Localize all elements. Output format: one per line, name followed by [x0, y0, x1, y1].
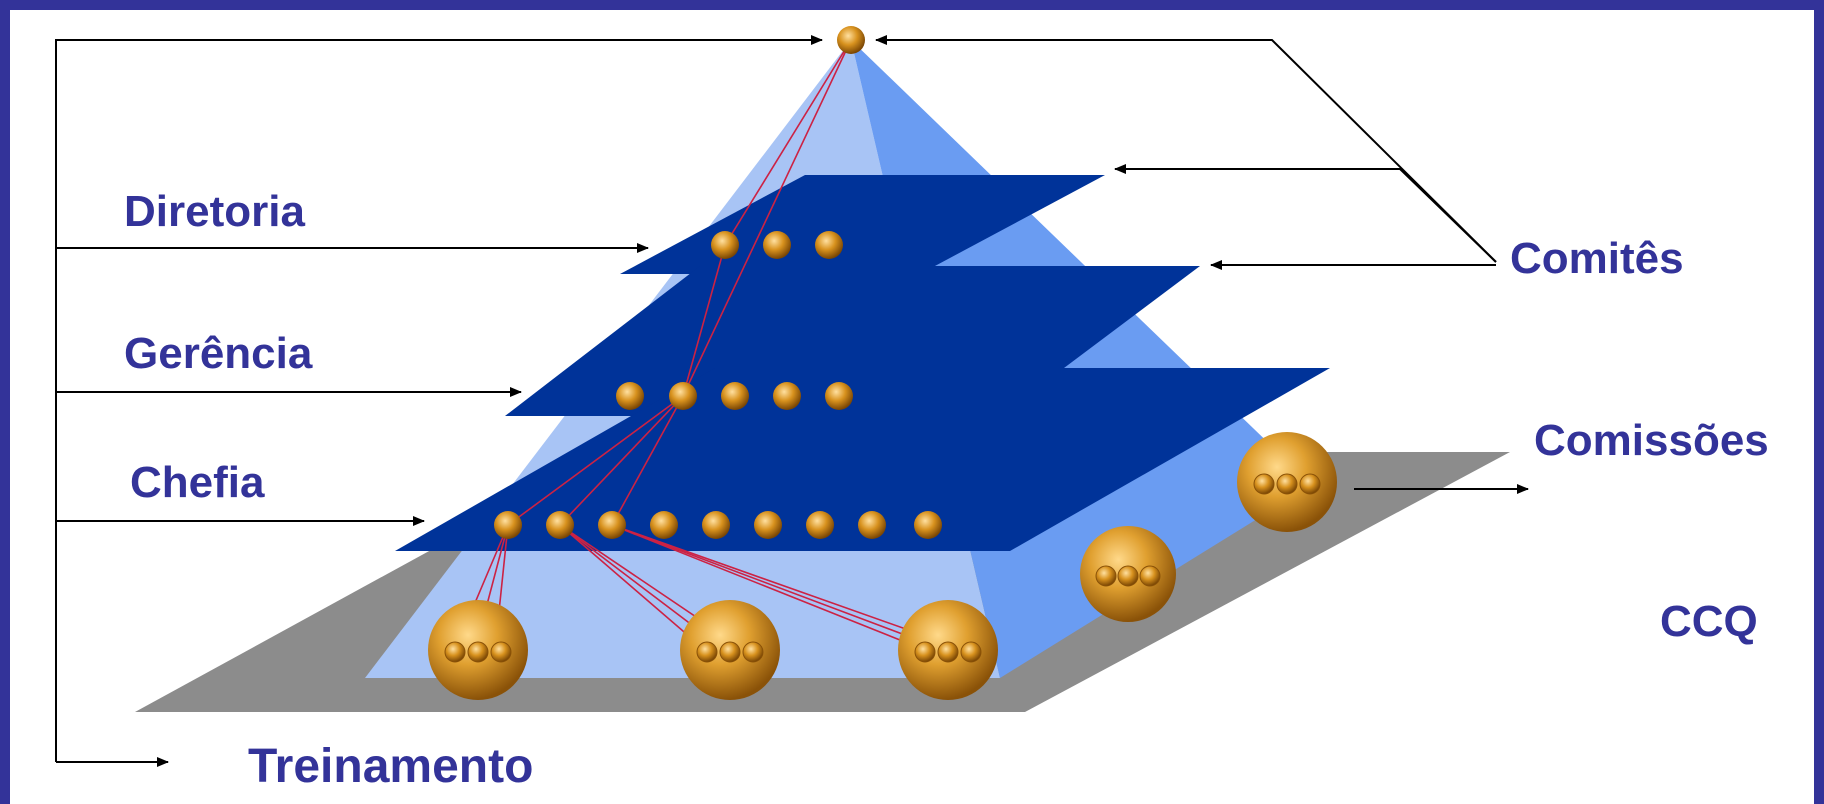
ccq-group-4	[1080, 526, 1176, 622]
link-lines	[454, 39, 966, 651]
label-comites: Comitês	[1510, 234, 1684, 283]
label-treinamento: Treinamento	[248, 740, 533, 793]
comites-arrows	[875, 35, 1497, 270]
ccq-groups	[428, 432, 1337, 700]
label-ccq: CCQ	[1660, 597, 1758, 646]
label-comissoes: Comissões	[1534, 416, 1769, 465]
ccq-group-3	[898, 600, 998, 700]
apex-sphere	[837, 26, 865, 54]
ccq-group-2	[680, 600, 780, 700]
label-diretoria: Diretoria	[124, 187, 305, 236]
diretoria-members	[711, 231, 843, 259]
plane-diretoria	[620, 175, 1105, 274]
gerencia-members	[616, 382, 853, 410]
ccq-group-5	[1237, 432, 1337, 532]
left-bracket-arrows	[55, 35, 823, 767]
chefia-members	[494, 511, 942, 539]
label-chefia: Chefia	[130, 458, 265, 507]
ccq-group-1	[428, 600, 528, 700]
plane-chefia	[395, 368, 1330, 551]
label-gerencia: Gerência	[124, 329, 313, 378]
